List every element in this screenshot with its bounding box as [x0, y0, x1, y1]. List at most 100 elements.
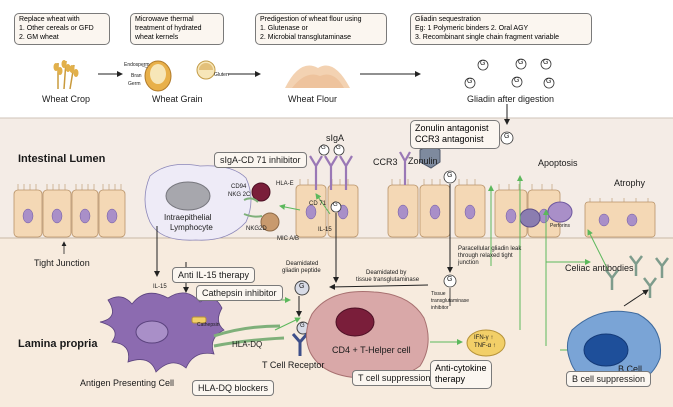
g-siga-1: G	[321, 145, 326, 151]
label-iel-line-1: Intraepithelial	[164, 213, 212, 222]
label-cathepsin-inhibitor: Cathepsin inhibitor	[196, 285, 283, 301]
label-paracellular-2: through relaxed tight	[458, 253, 513, 259]
label-tight-junction: Tight Junction	[34, 258, 90, 268]
label-nkg2c: NKG 2C	[228, 192, 251, 198]
label-t-cell-suppression: T cell suppression	[352, 370, 437, 386]
label-il15-lamina: IL-15	[153, 284, 167, 290]
label-paracellular-1: Paracellular gliadin leak	[458, 246, 522, 252]
g-top-2: G	[518, 59, 524, 66]
label-wheat-crop: Wheat Crop	[42, 94, 91, 104]
label-gliadin-after-digestion: Gliadin after digestion	[467, 94, 555, 104]
label-nkg2d: NKG2D	[246, 226, 267, 232]
section-title-lamina: Lamina propria	[18, 338, 98, 350]
label-siga-cd71-inhibitor: sIgA-CD 71 inhibitor	[214, 152, 307, 168]
g-siga-2: G	[336, 145, 341, 151]
label-siga: sIgA	[326, 133, 345, 143]
box-replace-wheat: Replace wheat with 1. Other cereals or G…	[14, 13, 110, 46]
label-bran: Bran	[131, 73, 142, 79]
label-ifn-gamma: IFN-γ ↑	[474, 335, 494, 341]
gliadin-ttg	[443, 274, 457, 288]
label-deamidated-peptide-2: gliadin peptide	[282, 268, 321, 274]
box-predigestion-line-3: 2. Microbial transglutaminase	[260, 33, 352, 41]
cathepsin-enzyme	[191, 316, 207, 324]
label-ttg-inhibitor-2: transglutaminase	[431, 298, 470, 304]
box-gliadin-seq-line-3: 3. Recombinant single chain fragment var…	[415, 33, 559, 41]
box-predigestion-line-2: 1. Glutenase or	[260, 24, 308, 32]
label-hla-dq-blockers: HLA-DQ blockers	[192, 380, 275, 396]
wheat-grain-icon	[141, 60, 216, 92]
gliadin-molecules	[464, 58, 555, 89]
section-title-lumen: Intestinal Lumen	[18, 153, 106, 165]
g-ttg: G	[447, 276, 453, 283]
wheat-crop-icon	[53, 60, 79, 90]
b-cell	[566, 310, 662, 387]
label-cd71: CD 71	[309, 201, 327, 207]
label-wheat-flour: Wheat Flour	[288, 94, 338, 104]
label-deamidated-ttg-1: Deamidated by	[366, 270, 407, 276]
gliadin-cd71	[330, 201, 342, 213]
antigen-presenting-cell	[99, 292, 225, 373]
g-hla-dq: G	[300, 323, 305, 329]
box-gliadin-seq-line-1: Gliadin sequestration	[415, 16, 481, 23]
label-deamidated-ttg-2: tissue transglutaminase	[356, 277, 420, 283]
gliadin-siga-2	[333, 144, 345, 156]
mic-ab-marker	[260, 212, 280, 232]
box-replace-wheat-line-1: Replace wheat with	[19, 16, 80, 23]
label-perforins: Perforins	[550, 223, 571, 229]
g-top-4: G	[467, 78, 473, 85]
label-cathepsin: Cathepsin	[197, 322, 220, 328]
g-lumen: G	[504, 133, 510, 140]
hla-e-marker	[251, 182, 271, 202]
cytokine-bubble	[466, 329, 506, 357]
label-germ: Germ	[128, 81, 141, 87]
label-b-cell-suppression: B cell suppression	[566, 371, 652, 387]
label-iel-line-2: Lymphocyte	[170, 223, 213, 232]
box-replace-wheat-line-2: 1. Other cereals or GFD	[19, 24, 94, 32]
g-top-3: G	[543, 59, 549, 66]
box-replace-wheat-line-3: 2. GM wheat	[19, 33, 59, 41]
label-anti-il15-therapy: Anti IL-15 therapy	[172, 267, 256, 283]
box-predigestion: Predigestion of wheat flour using 1. Glu…	[255, 13, 387, 46]
box-microwave-line-3: wheat kernels	[135, 33, 179, 41]
label-celiac-antibodies: Celiac antibodies	[565, 263, 634, 273]
label-apoptosis: Apoptosis	[538, 158, 578, 168]
g-deamidated: G	[299, 283, 305, 290]
deamidated-gliadin	[294, 280, 310, 296]
anti-cytokine-line-1: Anti-cytokine	[435, 363, 487, 373]
label-b-cell: B Cell	[618, 364, 643, 374]
box-gliadin-sequestration: Gliadin sequestration Eg: 1 Polymeric bi…	[410, 13, 592, 46]
box-predigestion-line-1: Predigestion of wheat flour using	[260, 16, 362, 23]
box-anti-cytokine: Anti-cytokine therapy	[430, 360, 492, 389]
label-atrophy: Atrophy	[614, 178, 646, 188]
siga-receptors	[309, 155, 353, 190]
box-microwave-treatment: Microwave thermal treatment of hydrated …	[130, 13, 224, 46]
label-t-cell-receptor: T Cell Receptor	[262, 360, 325, 370]
label-cd94: CD94	[231, 184, 247, 190]
g-top-6: G	[546, 78, 552, 85]
label-gluten: Gluten	[214, 72, 229, 78]
hla-dq-molecule	[213, 324, 281, 338]
label-il15-lumen: IL-15	[318, 227, 332, 233]
box-gliadin-seq-line-2: Eg: 1 Polymeric binders 2. Oral AGY	[415, 24, 529, 32]
label-ttg-inhibitor-1: Tissue	[431, 291, 446, 297]
gliadin-zonulin	[443, 170, 457, 184]
label-mic-ab: MIC A/B	[277, 236, 300, 242]
ccr3-receptor	[399, 151, 411, 185]
g-zonulin: G	[447, 172, 453, 179]
zonulin-box-line-1: Zonulin antagonist	[415, 123, 489, 133]
wheat-flour-icon	[285, 65, 350, 88]
celiac-antibodies-shapes	[605, 255, 669, 298]
cd4-t-helper-cell	[306, 290, 429, 380]
label-antigen-presenting-cell: Antigen Presenting Cell	[80, 378, 175, 388]
t-cell-receptor-shape	[291, 333, 309, 356]
label-endosperm: Endosperm	[124, 62, 150, 68]
label-ccr3: CCR3	[373, 157, 398, 167]
label-paracellular-3: junction	[458, 260, 479, 266]
box-microwave-line-2: treatment of hydrated	[135, 24, 202, 32]
g-cd71: G	[333, 202, 338, 208]
label-ttg-inhibitor-3: inhibitor	[431, 305, 449, 311]
label-cd4-t-helper: CD4 + T-Helper cell	[332, 345, 411, 355]
label-tnf-alpha: TNF-α ↑	[474, 343, 496, 349]
